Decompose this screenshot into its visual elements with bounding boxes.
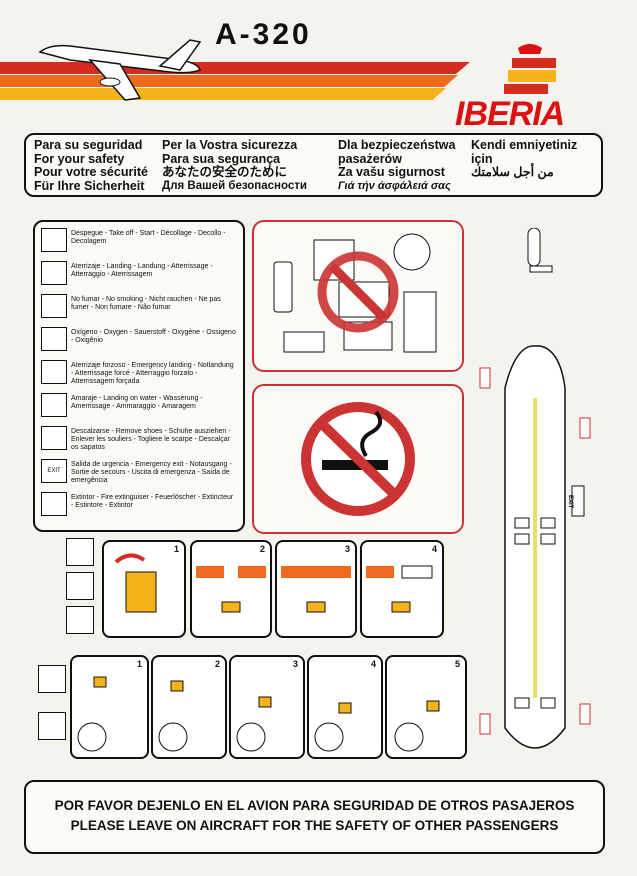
legend-box: Despegue - Take off - Start - Décollage … [33, 220, 245, 532]
brand-stripe-yellow [0, 88, 446, 100]
extinguisher-icon [41, 492, 67, 516]
landing-icon [66, 572, 94, 600]
seatbelt-step-4: 4 [360, 540, 444, 638]
safety-text: için [471, 151, 493, 166]
safety-text: pasażerów [338, 151, 402, 166]
legend-text: Aterrizaje - Landing - Landung - Atterri… [71, 263, 213, 278]
oxygen-step-3: 3 [229, 655, 305, 759]
legend-text: Aterrizaje forzoso - Emergency landing -… [71, 362, 234, 385]
safety-col-2: Per la Vostra sicurezza Para sua seguran… [162, 138, 307, 193]
safety-text: Pour votre sécurité [34, 165, 148, 179]
legend-text: No fumar - No smoking - Nicht rauchen - … [71, 296, 221, 311]
oxygen-step-4: 4 [307, 655, 383, 759]
safety-text: Γιά τήν άσφάλειά σας [338, 179, 451, 192]
remove-shoes-icon [41, 426, 67, 450]
electronics-icons [273, 233, 437, 353]
safety-text: Para sua segurança [162, 151, 281, 166]
safety-text: あなたの安全のために [162, 165, 288, 179]
exit-sign-label: EXIT [567, 495, 573, 509]
oxygen-icon [38, 665, 66, 693]
step-number: 3 [292, 659, 298, 669]
legend-text: Despegue - Take off - Start - Décollage … [71, 230, 226, 245]
seatbelt-step-3: 3 [275, 540, 357, 638]
water-landing-icon [41, 393, 67, 417]
oxygen-step-2: 2 [151, 655, 227, 759]
safety-text: Za vašu sigurnost [338, 165, 445, 179]
safety-col-4: Kendi emniyetiniz için من أجل سلامتك [471, 138, 578, 180]
safety-col-1: Para su seguridad For your safety Pour v… [34, 138, 148, 193]
oxygen-step-5: 5 [385, 655, 467, 759]
no-smoking-icon [66, 606, 94, 634]
step-number: 1 [173, 544, 179, 554]
step-number: 4 [431, 544, 437, 554]
takeoff-icon [41, 228, 67, 252]
safety-text: Para su seguridad [34, 138, 143, 152]
no-smoking-icon [301, 402, 415, 516]
legend-text: Descalzarse - Remove shoes - Schuhe ausz… [71, 428, 231, 451]
page-title: A-320 [215, 18, 312, 51]
footer-line-1: POR FAVOR DEJENLO EN EL AVION PARA SEGUR… [54, 798, 575, 813]
no-smoking-panel [252, 384, 464, 534]
exit-icon: EXIT [41, 459, 67, 483]
cabin-layout-diagram [479, 228, 591, 749]
legend-text: Extintor - Fire extinguiser - Feuerlösch… [71, 494, 234, 509]
seatbelt-step-1: 1 [102, 540, 186, 638]
safety-col-3: Dla bezpieczeństwa pasażerów Za vašu sig… [338, 138, 456, 193]
footer-notice: POR FAVOR DEJENLO EN EL AVION PARA SEGUR… [24, 780, 605, 854]
step-number: 1 [136, 659, 142, 669]
safety-text: Per la Vostra sicurezza [162, 138, 298, 152]
oxygen-icon [41, 327, 67, 351]
safety-text: Dla bezpieczeństwa [338, 138, 456, 152]
safety-text: Kendi emniyetiniz [471, 138, 578, 152]
safety-text: Für Ihre Sicherheit [34, 178, 145, 193]
step-number: 2 [214, 659, 220, 669]
step-number: 3 [344, 544, 350, 554]
no-smoking-icon [41, 294, 67, 318]
no-electronics-panel [252, 220, 464, 372]
oxygen-step-1: 1 [70, 655, 149, 759]
legend-text: Salida de urgencia - Emergency exit - No… [71, 461, 232, 484]
safety-text: For your safety [34, 151, 125, 166]
legend-text: Amaraje - Landing on water - Wasserung -… [71, 395, 203, 410]
safety-heading-box: Para su seguridad For your safety Pour v… [24, 133, 603, 197]
takeoff-icon [66, 538, 94, 566]
footer-line-2: PLEASE LEAVE ON AIRCRAFT FOR THE SAFETY … [70, 818, 559, 833]
iberia-logo-icon [504, 44, 556, 94]
step-number: 2 [259, 544, 265, 554]
landing-icon [41, 261, 67, 285]
safety-text: Для Вашей безопасности [162, 179, 307, 192]
step-number: 4 [370, 659, 376, 669]
legend-text: Oxígeno - Oxygen - Sauerstoff - Oxygène … [71, 329, 236, 344]
no-smoking-icon [38, 712, 66, 740]
brand-name: IBERIA [455, 95, 565, 133]
seatbelt-step-2: 2 [190, 540, 272, 638]
emergency-landing-icon [41, 360, 67, 384]
step-number: 5 [454, 659, 460, 669]
safety-text: من أجل سلامتك [471, 165, 554, 179]
airplane-illustration [38, 39, 202, 101]
